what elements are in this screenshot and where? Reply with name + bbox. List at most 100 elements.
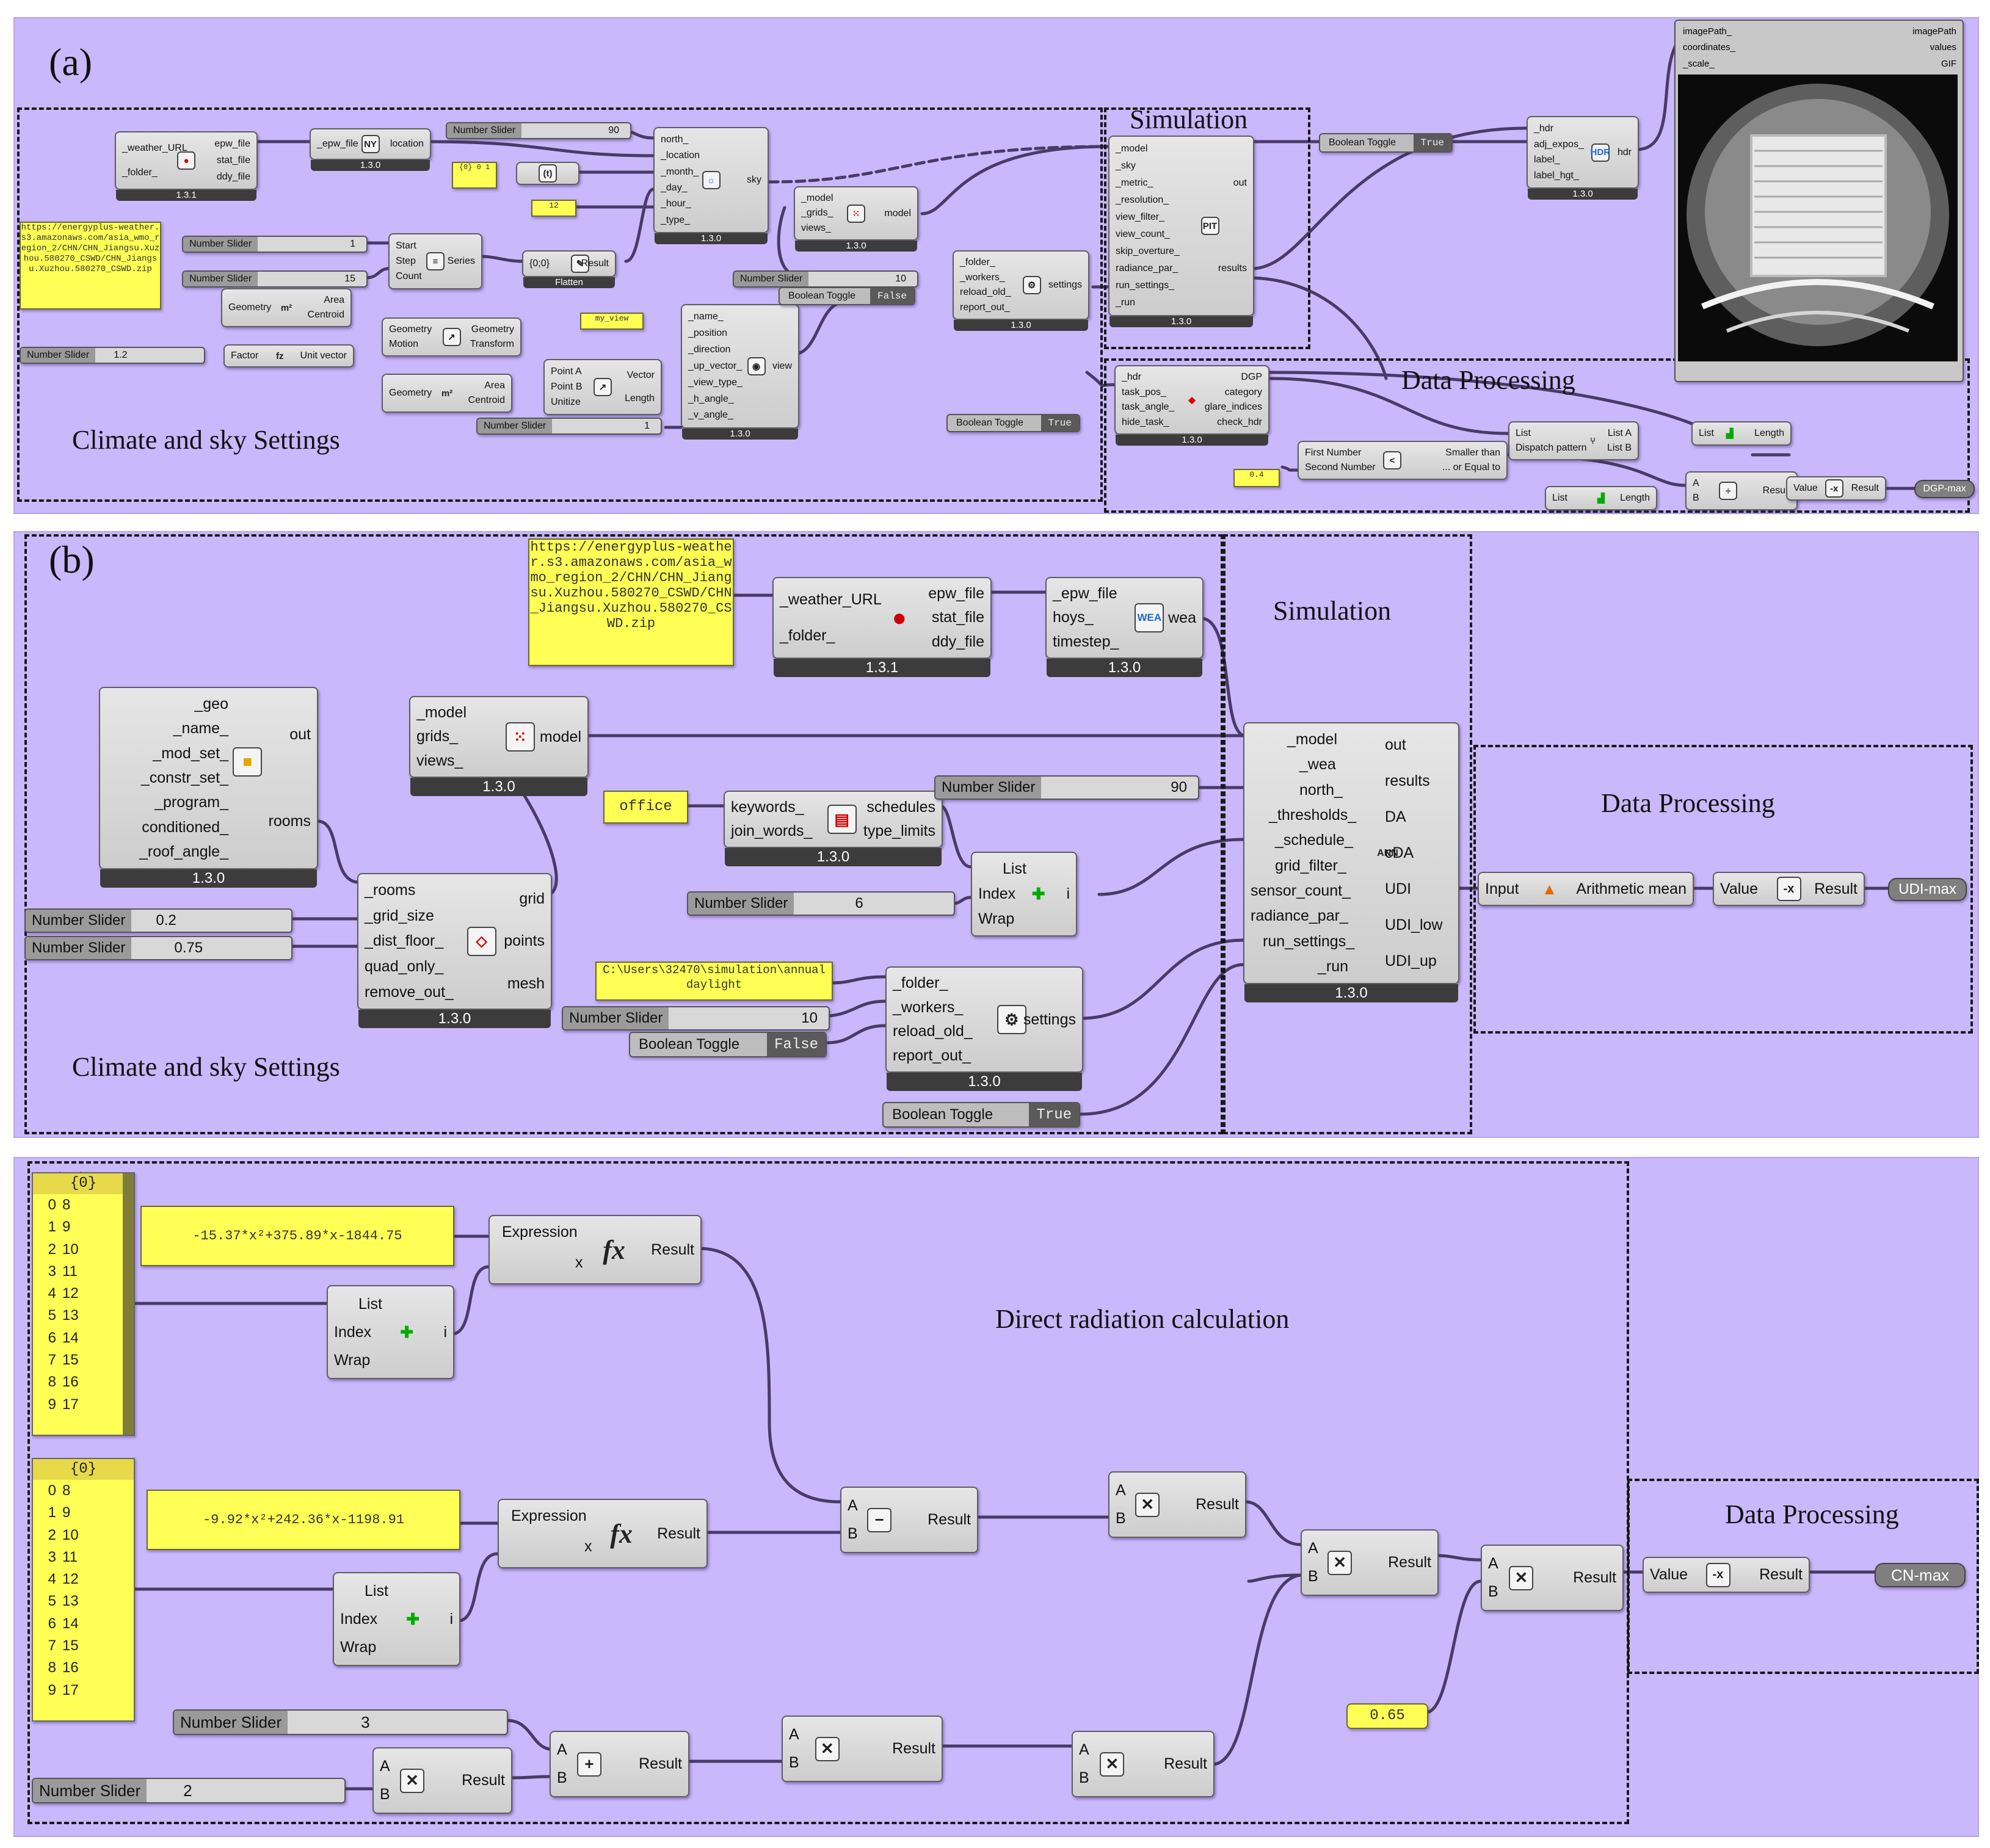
pin[interactable]: cDA bbox=[1385, 844, 1414, 861]
pin[interactable]: schedules bbox=[866, 799, 935, 816]
pin[interactable]: remove_out_ bbox=[365, 983, 454, 1001]
pin[interactable]: view bbox=[772, 361, 792, 371]
pin[interactable]: quad_only_ bbox=[365, 958, 444, 976]
pin[interactable]: _weather_URL bbox=[122, 143, 187, 153]
pin[interactable]: glare_indices bbox=[1204, 402, 1262, 413]
pin[interactable]: view_filter_ bbox=[1116, 212, 1165, 222]
pin[interactable]: Wrap bbox=[334, 1351, 371, 1369]
pin[interactable]: A bbox=[380, 1757, 390, 1775]
pin[interactable]: _hour_ bbox=[661, 198, 691, 209]
pin[interactable]: reload_old_ bbox=[893, 1023, 973, 1040]
pin[interactable]: run_settings_ bbox=[1263, 932, 1355, 950]
pin[interactable]: type_limits bbox=[863, 822, 935, 839]
pin[interactable]: ddy_file bbox=[216, 171, 250, 182]
pin[interactable]: check_hdr bbox=[1217, 416, 1262, 427]
pin[interactable]: _model bbox=[416, 704, 467, 722]
pin[interactable]: _type_ bbox=[661, 214, 691, 225]
pin[interactable]: Point B bbox=[551, 381, 583, 392]
pin[interactable]: Result bbox=[1196, 1496, 1239, 1513]
pin[interactable]: settings bbox=[1023, 1010, 1076, 1028]
relay-udi-max[interactable]: UDI-max bbox=[1888, 878, 1967, 901]
pin[interactable]: task_angle_ bbox=[1122, 402, 1175, 413]
pin[interactable]: Geometry bbox=[389, 324, 432, 335]
pin[interactable]: rooms bbox=[268, 812, 311, 830]
pin[interactable]: _model bbox=[801, 193, 833, 204]
pin[interactable]: _run bbox=[1116, 297, 1136, 308]
pin[interactable]: Input bbox=[1485, 880, 1519, 897]
list-length-component-1-a[interactable]: List ▟ Length bbox=[1691, 421, 1792, 446]
pin[interactable]: _epw_file bbox=[317, 139, 358, 149]
pin[interactable]: stat_file bbox=[216, 154, 250, 165]
pin[interactable]: _name_ bbox=[173, 720, 228, 737]
pin[interactable]: List bbox=[1552, 493, 1567, 503]
pin[interactable]: wea bbox=[1168, 609, 1196, 626]
pin[interactable]: A bbox=[557, 1741, 567, 1758]
sensor-grid-from-rooms-component-b[interactable]: _rooms_grid_size_dist_floor_quad_only_re… bbox=[357, 873, 552, 1028]
pin[interactable]: B bbox=[848, 1525, 858, 1543]
pin[interactable]: Result bbox=[639, 1755, 682, 1772]
pin[interactable]: _metric_ bbox=[1116, 178, 1153, 188]
pin[interactable]: Motion bbox=[389, 339, 419, 349]
expression-panel-1-c[interactable]: -15.37*x²+375.89*x-1844.75 bbox=[140, 1206, 454, 1266]
pin[interactable]: north_ bbox=[1299, 781, 1343, 799]
pin[interactable]: Length bbox=[1754, 428, 1784, 438]
pin[interactable]: _rooms bbox=[365, 882, 416, 899]
pin[interactable]: results bbox=[1385, 772, 1430, 789]
pin[interactable]: B bbox=[1079, 1769, 1089, 1787]
pin[interactable]: Index bbox=[334, 1323, 372, 1341]
pin[interactable]: join_words_ bbox=[731, 822, 813, 839]
negative-component-a[interactable]: Value -x Result bbox=[1786, 476, 1886, 501]
pin[interactable]: task_pos_ bbox=[1122, 386, 1166, 397]
pin[interactable]: Result bbox=[651, 1241, 694, 1258]
pin[interactable]: _wea bbox=[1299, 756, 1336, 774]
pin[interactable]: coordinates_ bbox=[1683, 42, 1735, 53]
pin[interactable]: Index bbox=[340, 1610, 378, 1628]
pin[interactable]: DGP bbox=[1241, 372, 1262, 383]
pin[interactable]: _workers_ bbox=[893, 998, 964, 1016]
pin[interactable]: radiance_par_ bbox=[1251, 907, 1348, 925]
pin[interactable]: imagePath bbox=[1912, 26, 1956, 37]
pin[interactable]: A bbox=[1079, 1741, 1089, 1758]
pin[interactable]: adj_expos_ bbox=[1534, 139, 1584, 150]
list-scrollbar[interactable] bbox=[123, 1173, 134, 1435]
pin[interactable]: Vector bbox=[626, 370, 655, 380]
pin[interactable]: Value bbox=[1793, 483, 1818, 493]
pin[interactable]: _roof_angle_ bbox=[139, 843, 228, 861]
pin[interactable]: _grid_size bbox=[365, 907, 434, 924]
pin[interactable]: Start bbox=[396, 240, 416, 251]
panel-my-view-a[interactable]: my_view bbox=[580, 313, 644, 330]
pin[interactable]: label_ bbox=[1534, 154, 1560, 165]
pin[interactable]: _folder_ bbox=[960, 257, 995, 268]
pin[interactable]: Result bbox=[928, 1511, 971, 1528]
pin[interactable]: A bbox=[1488, 1554, 1498, 1572]
point-in-time-view-component-a[interactable]: _model_sky_metric__resolution_view_filte… bbox=[1108, 136, 1254, 327]
pin[interactable]: _folder_ bbox=[893, 974, 948, 992]
pin[interactable]: Step bbox=[396, 255, 416, 266]
pin[interactable]: Smaller than bbox=[1445, 448, 1500, 458]
pin[interactable]: _run bbox=[1318, 957, 1349, 975]
pin[interactable]: Wrap bbox=[978, 910, 1015, 927]
pin[interactable]: category bbox=[1224, 386, 1262, 397]
pin[interactable]: Result bbox=[1814, 880, 1857, 897]
pin[interactable]: B bbox=[1488, 1583, 1498, 1601]
pin[interactable]: settings bbox=[1048, 280, 1082, 290]
pin[interactable]: Arithmetic mean bbox=[1576, 880, 1687, 897]
pin[interactable]: {0;0} bbox=[529, 258, 550, 269]
pin[interactable]: _model bbox=[1116, 143, 1148, 154]
pin[interactable]: i bbox=[449, 1610, 453, 1628]
